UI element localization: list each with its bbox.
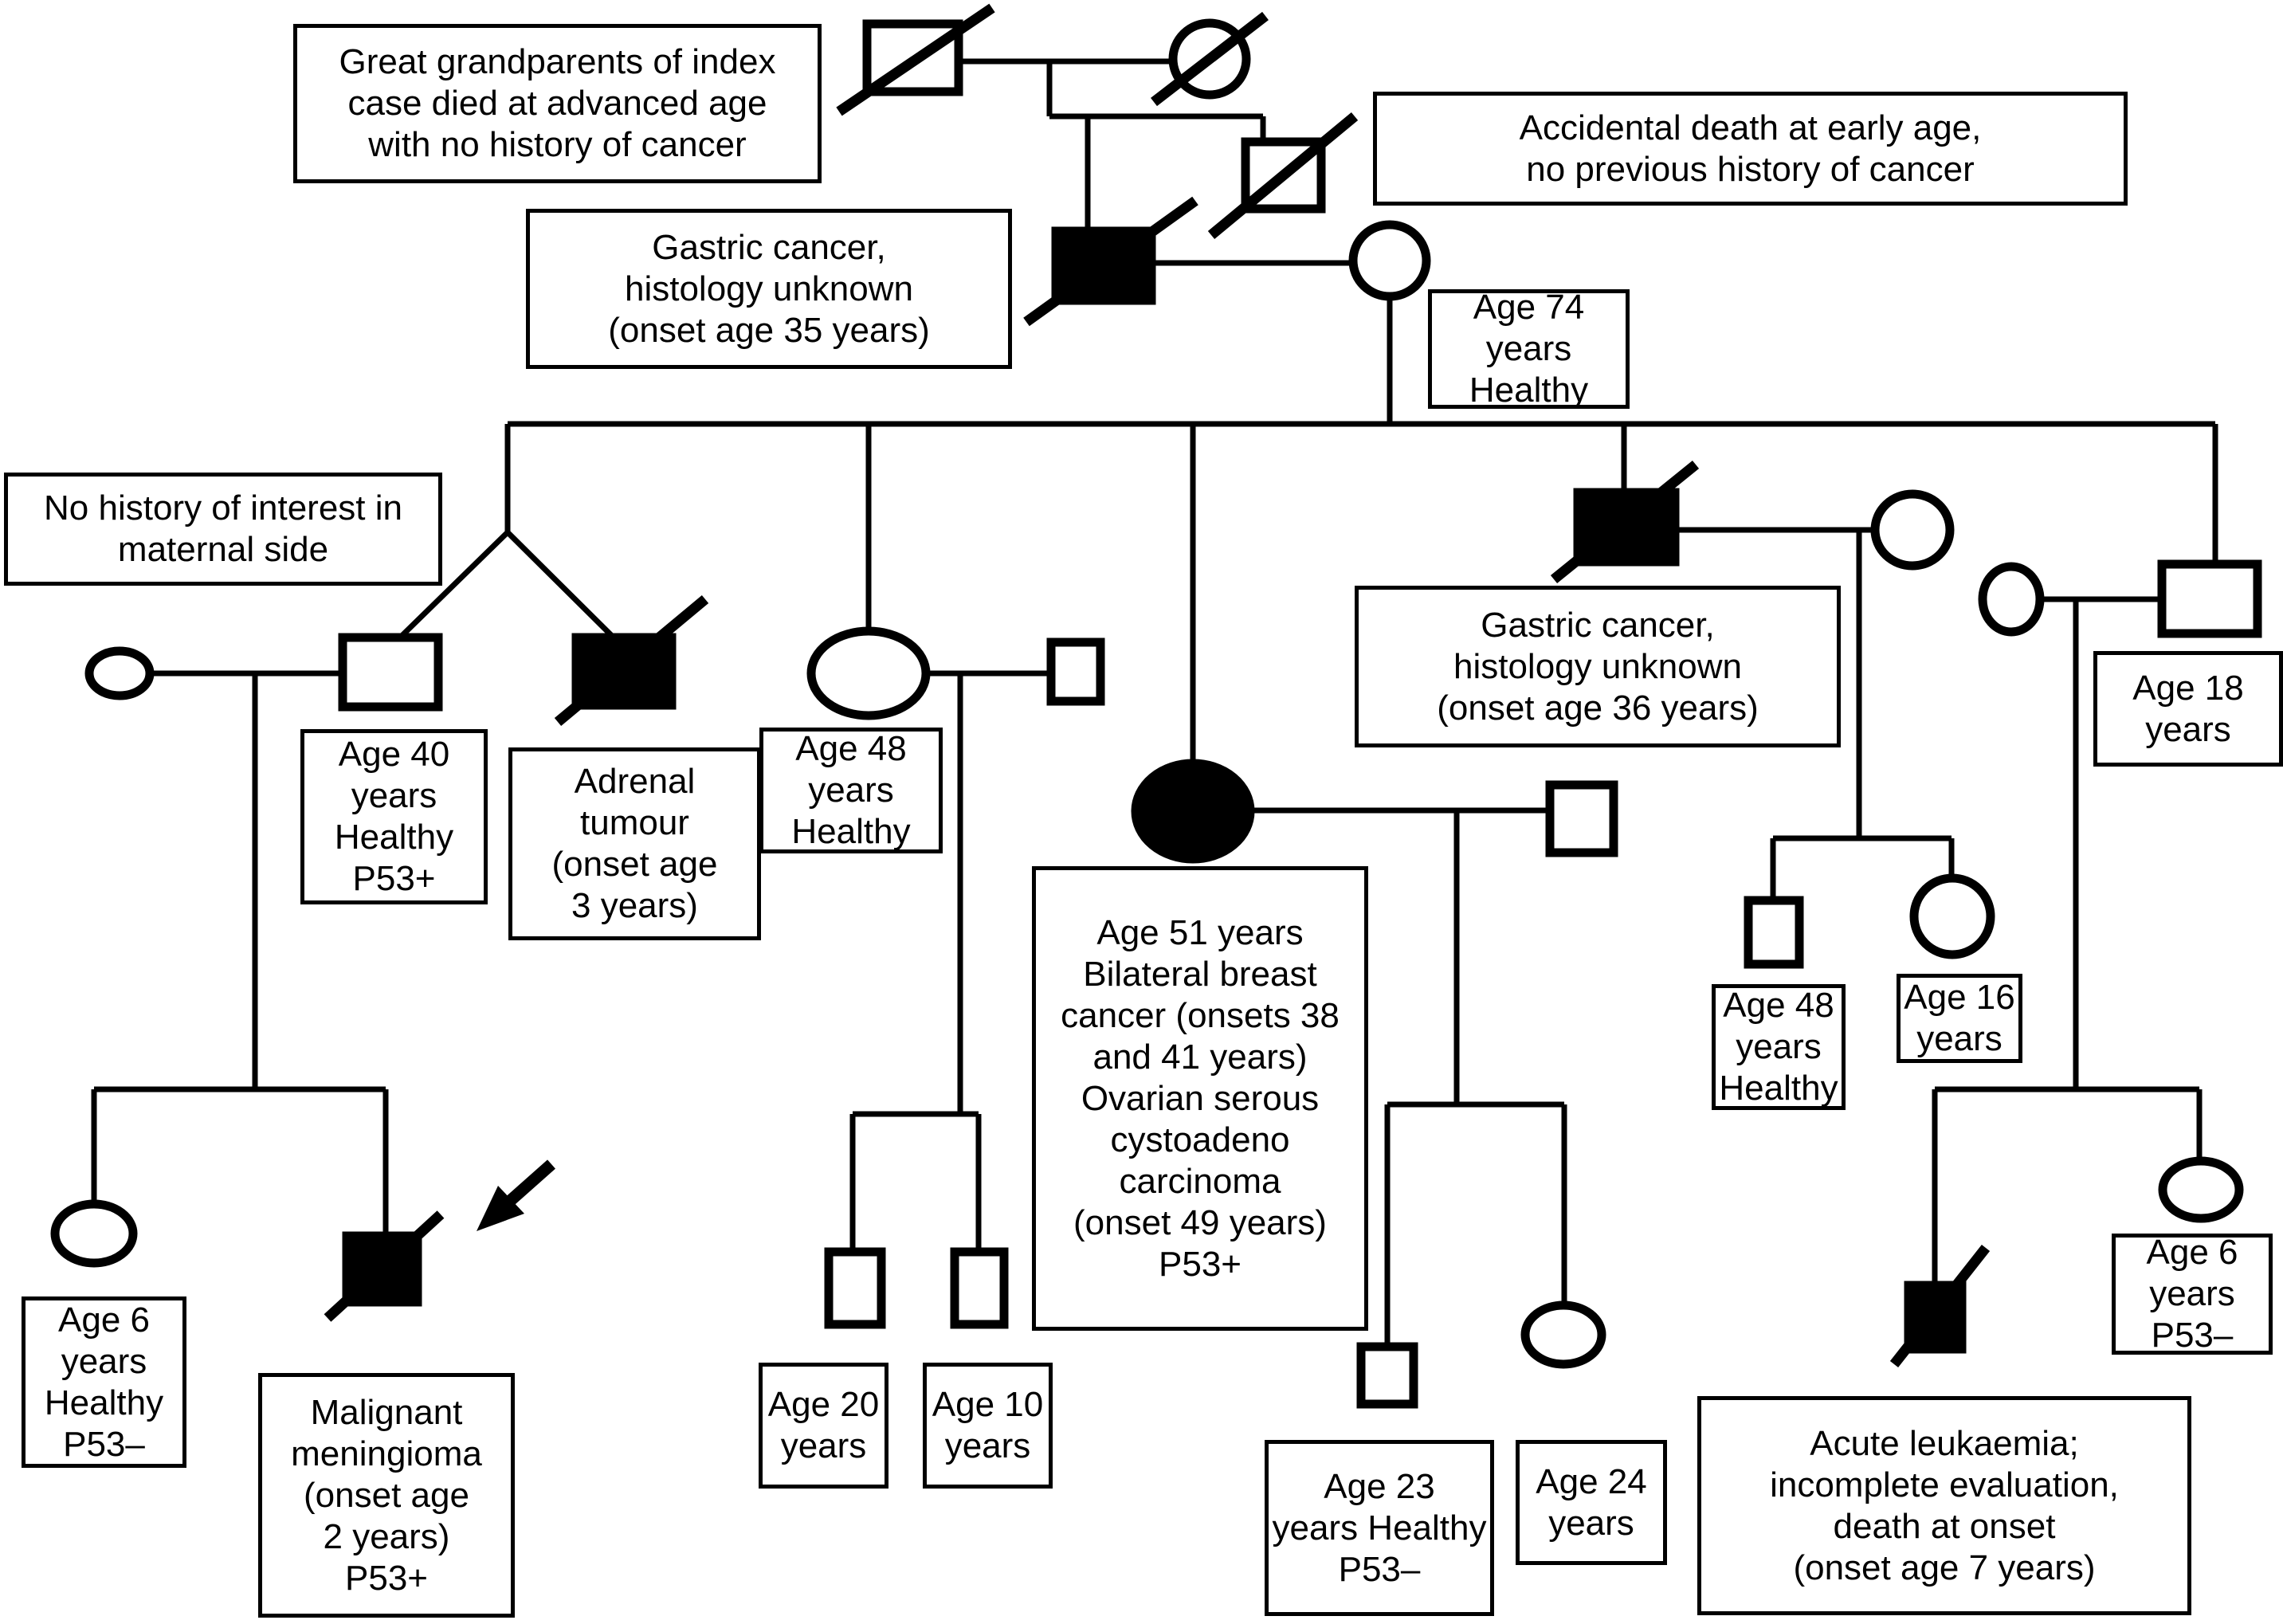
person-age-6-healthy-female-icon <box>50 1199 138 1268</box>
person-spouse-of-age-51-male-icon <box>1545 780 1618 857</box>
person-age-74-female-icon <box>1348 220 1431 301</box>
person-spouse-of-gastric-36-female-icon <box>1870 489 1955 571</box>
person-age-20-male-icon <box>824 1247 886 1329</box>
note-adrenal-tumour: Adrenal tumour (onset age 3 years) <box>508 747 761 940</box>
note-age-24: Age 24 years <box>1516 1440 1667 1565</box>
deceased-slash-great-grandmother <box>1151 11 1269 107</box>
deceased-slash-gastric-35 <box>1023 196 1198 327</box>
note-age-10: Age 10 years <box>923 1363 1053 1489</box>
note-accidental-death: Accidental death at early age, no previo… <box>1373 92 2128 206</box>
person-age-18-male-icon <box>2157 559 2262 638</box>
person-spouse-of-age-18-female-icon <box>1978 562 2045 637</box>
person-spouse-of-age-48-male-icon <box>1046 637 1105 706</box>
deceased-slash-accidental-death <box>1207 112 1359 240</box>
person-age-6-p53neg-female-icon <box>2158 1156 2244 1223</box>
note-age-23: Age 23 years Healthy P53– <box>1265 1440 1494 1616</box>
note-age-6-left: Age 6 years Healthy P53– <box>22 1296 186 1468</box>
person-spouse-of-age-40-female-icon <box>84 646 155 700</box>
person-age-48-healthy-male-icon <box>1744 896 1804 969</box>
note-malignant-meningioma: Malignant meningioma (onset age 2 years)… <box>258 1373 515 1618</box>
note-age-20: Age 20 years <box>759 1363 888 1489</box>
note-gastric-cancer-36: Gastric cancer, histology unknown (onset… <box>1355 586 1841 747</box>
note-age-48-left: Age 48 years Healthy <box>759 728 943 853</box>
person-age-24-female-icon <box>1520 1300 1606 1369</box>
note-age-6-right: Age 6 years P53– <box>2112 1233 2273 1355</box>
deceased-slash-meningioma <box>324 1210 445 1322</box>
person-age-23-male-icon <box>1356 1342 1418 1409</box>
person-age-48-female-icon <box>806 626 931 720</box>
note-great-grandparents: Great grandparents of index case died at… <box>293 24 822 183</box>
note-acute-leukaemia: Acute leukaemia; incomplete evaluation, … <box>1697 1396 2191 1615</box>
note-age-18: Age 18 years <box>2093 651 2283 767</box>
person-age-10-male-icon <box>950 1247 1009 1329</box>
deceased-slash-gastric-36 <box>1550 460 1700 584</box>
note-age-48-right: Age 48 years Healthy <box>1712 984 1846 1110</box>
person-meningioma-male-affected-icon <box>342 1231 422 1307</box>
deceased-slash-leukaemia <box>1889 1244 1991 1368</box>
note-gastric-cancer-35: Gastric cancer, histology unknown (onset… <box>526 209 1012 369</box>
note-age-74: Age 74 years Healthy <box>1428 288 1630 410</box>
note-age-16: Age 16 years <box>1897 974 2022 1063</box>
note-age-51-breast-ovarian: Age 51 years Bilateral breast cancer (on… <box>1032 866 1368 1331</box>
twin-leg-adrenal <box>505 530 616 640</box>
deceased-slash-great-grandfather <box>836 3 995 116</box>
person-age-16-female-icon <box>1909 873 1995 959</box>
person-age-40-male-icon <box>338 633 443 712</box>
proband-arrow-head-icon <box>477 1186 524 1231</box>
deceased-slash-adrenal <box>554 595 709 726</box>
twin-leg-age-40 <box>398 530 510 640</box>
person-age-51-female-affected-icon <box>1131 759 1255 864</box>
note-age-40: Age 40 years Healthy P53+ <box>300 729 488 904</box>
note-no-history-maternal: No history of interest in maternal side <box>4 473 442 586</box>
